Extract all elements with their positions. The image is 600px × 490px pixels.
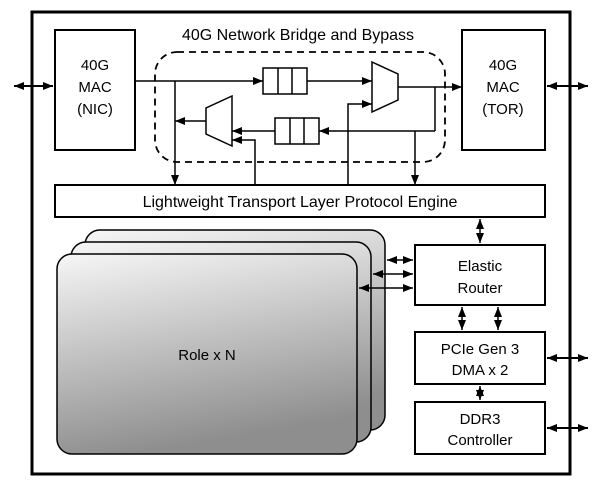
elastic-router-label-1: Elastic: [458, 258, 503, 275]
pcie-dma-label-2: DMA x 2: [452, 362, 509, 379]
tor-mac-label-2: MAC: [486, 79, 520, 96]
arrow-ltl-to-mux-left: [232, 136, 256, 185]
fifo1-queue-icon: [262, 67, 308, 95]
ddr3-label-1: DDR3: [460, 411, 501, 428]
fifo2-queue-icon: [274, 117, 320, 145]
bridge-title: 40G Network Bridge and Bypass: [182, 27, 414, 44]
mux-left-icon: [205, 94, 233, 148]
ddr3-controller-box: [414, 401, 546, 455]
mux-right-icon: [371, 60, 399, 114]
pcie-dma-label-1: PCIe Gen 3: [441, 341, 519, 358]
elastic-router-label-2: Router: [457, 280, 502, 297]
role-card-front: [56, 253, 358, 455]
nic-mac-label-1: 40G: [81, 57, 109, 74]
ltl-engine-bar: [54, 184, 546, 218]
nic-mac-box: [54, 29, 136, 151]
nic-mac-label-3: (NIC): [77, 101, 113, 118]
arrow-ltl-to-mux-right: [347, 100, 372, 185]
ddr3-label-2: Controller: [447, 432, 512, 449]
pcie-dma-box: [414, 331, 546, 385]
tor-mac-label-1: 40G: [489, 57, 517, 74]
bypass-dashed-region: [154, 51, 446, 163]
nic-mac-label-2: MAC: [78, 79, 112, 96]
role-label: Role x N: [178, 347, 236, 364]
tor-mac-label-3: (TOR): [482, 101, 523, 118]
ltl-engine-label: Lightweight Transport Layer Protocol Eng…: [143, 194, 458, 211]
elastic-router-box: [414, 244, 546, 306]
tor-mac-box: [461, 29, 546, 151]
